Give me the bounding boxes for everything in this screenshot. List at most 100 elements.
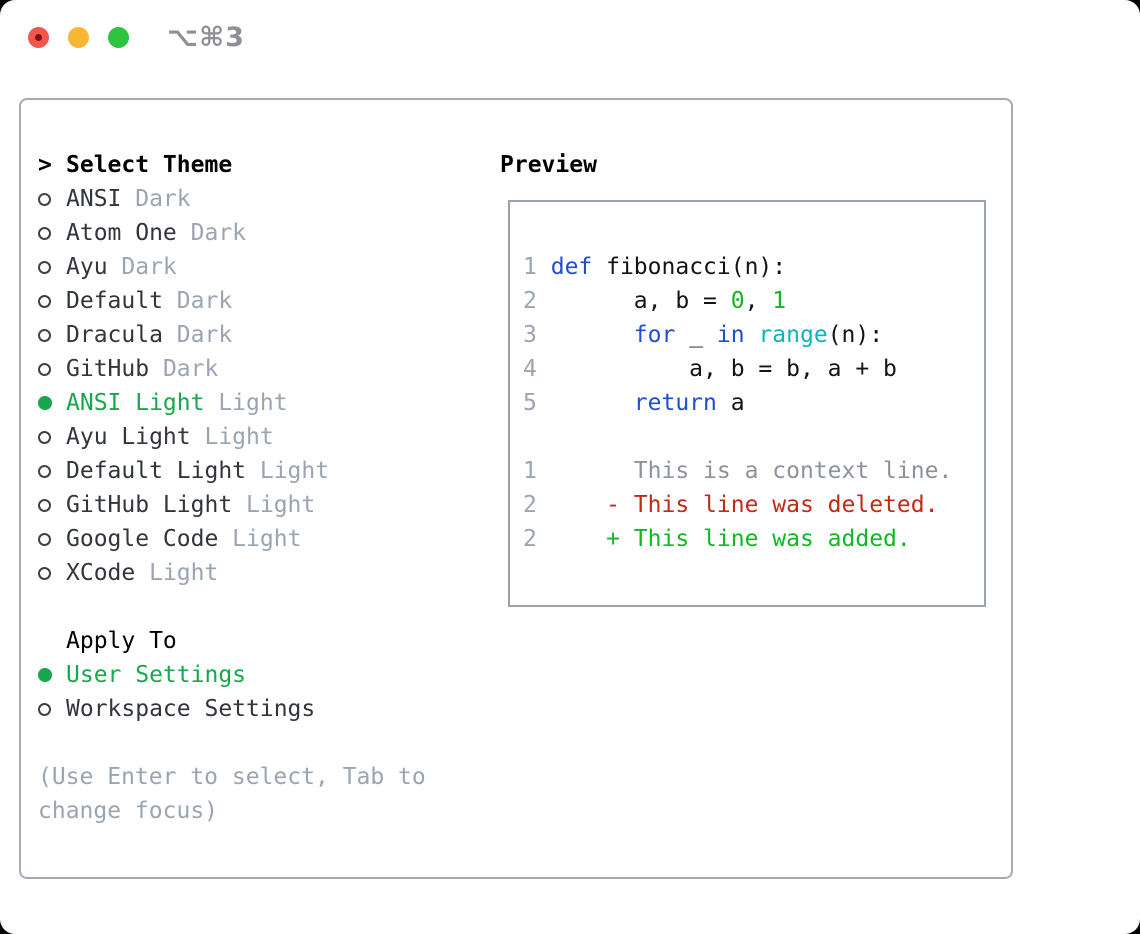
theme-variant-tag: Dark [149, 356, 219, 382]
radio-icon[interactable] [38, 702, 51, 716]
theme-option-atom-one[interactable]: Atom One Dark [38, 216, 490, 250]
theme-option-github[interactable]: GitHub Dark [38, 352, 490, 386]
spacer [38, 726, 490, 760]
bullet-cell [38, 464, 66, 478]
window-controls [28, 27, 129, 48]
code-segment: a [716, 390, 745, 416]
code-segment: a, b = b, a + b [536, 356, 897, 382]
theme-option-default[interactable]: Default Dark [38, 284, 490, 318]
option-label: GitHub Light [66, 492, 233, 518]
code-segment: , [744, 288, 773, 314]
option-label: XCode [66, 560, 136, 586]
apply-to-header: Apply To [66, 628, 177, 654]
close-dot-icon [35, 34, 42, 41]
theme-option-ayu-light[interactable]: Ayu Light Light [38, 420, 490, 454]
diff-line: 2 + This line was added. [523, 522, 984, 556]
code-line: 5 return a [523, 386, 984, 420]
theme-option-xcode[interactable]: XCode Light [38, 556, 490, 590]
radio-icon[interactable] [38, 498, 51, 512]
code-line: 4 a, b = b, a + b [523, 352, 984, 386]
apply-option-workspace-settings[interactable]: Workspace Settings [38, 692, 490, 726]
code-segment: + This line was added. [536, 526, 911, 552]
option-label: GitHub [66, 356, 150, 382]
code-line: 3 for _ in range(n): [523, 318, 984, 352]
radio-icon[interactable] [38, 430, 51, 444]
spacer [523, 420, 984, 454]
bullet-cell [38, 192, 66, 206]
apply-to-header-row: Apply To [38, 624, 490, 658]
bullet-cell [38, 362, 66, 376]
diff-line: 1 This is a context line. [523, 454, 984, 488]
apply-option-user-settings[interactable]: User Settings [38, 658, 490, 692]
line-number: 4 [523, 356, 537, 382]
preview-header: Preview [500, 152, 597, 178]
code-segment: for [633, 322, 676, 348]
code-line: 1 def fibonacci(n): [523, 250, 984, 284]
bullet-cell [38, 430, 66, 444]
theme-option-google-code[interactable]: Google Code Light [38, 522, 490, 556]
radio-icon[interactable] [38, 260, 51, 274]
radio-icon[interactable] [38, 192, 51, 206]
theme-variant-tag: Light [135, 560, 219, 586]
line-number: 3 [523, 322, 537, 348]
spacer [38, 590, 490, 624]
bullet-cell [38, 260, 66, 274]
bullet-cell [38, 532, 66, 546]
option-label: Ayu [66, 254, 108, 280]
code-segment: This is a context line. [536, 458, 953, 484]
bullet-cell [38, 396, 66, 410]
theme-option-default-light[interactable]: Default Light Light [38, 454, 490, 488]
theme-variant-tag: Dark [121, 186, 191, 212]
code-segment [537, 322, 634, 348]
theme-variant-tag: Dark [176, 220, 247, 246]
bullet-cell [38, 498, 66, 512]
code-segment: def [550, 254, 593, 280]
radio-icon[interactable] [38, 328, 51, 342]
theme-option-github-light[interactable]: GitHub Light Light [38, 488, 490, 522]
theme-variant-tag: Light [232, 492, 316, 518]
bullet-cell [38, 668, 66, 682]
theme-option-ansi[interactable]: ANSI Dark [38, 182, 490, 216]
bullet-cell [38, 226, 66, 240]
diff-sample: 1 This is a context line.2 - This line w… [523, 454, 984, 556]
option-label: Dracula [66, 322, 163, 348]
bullet-cell [38, 328, 66, 342]
option-label: Default [66, 288, 163, 314]
line-number: 2 [523, 492, 537, 518]
option-label: Ayu Light [66, 424, 191, 450]
radio-icon[interactable] [38, 226, 51, 240]
theme-variant-tag: Light [204, 390, 288, 416]
code-segment: return [633, 390, 717, 416]
theme-variant-tag: Light [190, 424, 274, 450]
line-number: 2 [523, 288, 537, 314]
radio-icon[interactable] [38, 566, 51, 580]
option-label: Atom One [66, 220, 177, 246]
radio-icon[interactable] [38, 294, 51, 308]
radio-selected-icon[interactable] [38, 396, 52, 410]
minimize-button[interactable] [68, 27, 89, 48]
option-label: ANSI Light [66, 390, 205, 416]
radio-icon[interactable] [38, 464, 51, 478]
line-number: 2 [523, 526, 537, 552]
radio-icon[interactable] [38, 362, 51, 376]
bullet-cell [38, 702, 66, 716]
code-segment: _ [675, 322, 717, 348]
code-segment [745, 322, 759, 348]
line-number: 1 [523, 458, 537, 484]
close-button[interactable] [28, 27, 49, 48]
radio-icon[interactable] [38, 532, 51, 546]
option-label: Workspace Settings [66, 696, 316, 722]
code-segment: in [716, 322, 745, 348]
theme-option-ayu[interactable]: Ayu Dark [38, 250, 490, 284]
zoom-button[interactable] [108, 27, 129, 48]
theme-option-ansi-light[interactable]: ANSI Light Light [38, 386, 490, 420]
radio-selected-icon[interactable] [38, 668, 52, 682]
theme-option-dracula[interactable]: Dracula Dark [38, 318, 490, 352]
